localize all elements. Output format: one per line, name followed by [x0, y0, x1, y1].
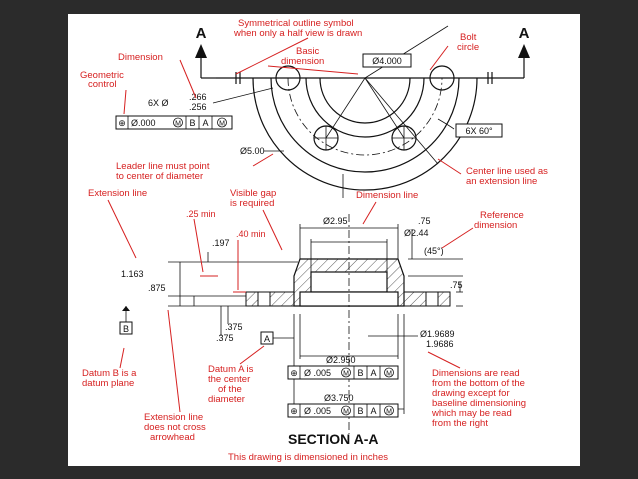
dim-3750: Ø3.750 — [324, 393, 354, 403]
note-datuma-1: Datum A is — [208, 364, 254, 375]
note-leader-2: to center of diameter — [116, 171, 203, 182]
svg-text:M: M — [343, 371, 349, 378]
svg-text:A: A — [370, 368, 376, 378]
dim-075a: .75 — [418, 216, 431, 226]
note-datuma-4: diameter — [208, 394, 245, 405]
svg-text:Ø .005: Ø .005 — [304, 368, 331, 378]
note-dimension: Dimension — [118, 52, 163, 63]
svg-text:B: B — [357, 406, 363, 416]
note-symmetrical-2: when only a half view is drawn — [233, 28, 362, 39]
dim-375b: .375 — [216, 333, 234, 343]
note-gap-2: is required — [230, 198, 274, 209]
note-datumb-2: datum plane — [82, 378, 134, 389]
svg-text:M: M — [386, 371, 392, 378]
svg-text:M: M — [386, 409, 392, 416]
dim-295: Ø2.95 — [323, 216, 348, 226]
note-basic-2: dimension — [281, 56, 324, 67]
svg-text:M: M — [343, 409, 349, 416]
svg-text:Ø.000: Ø.000 — [131, 118, 156, 128]
bolt-circle-basic-text: Ø4.000 — [372, 56, 402, 66]
svg-text:M: M — [219, 121, 225, 128]
half-view — [195, 25, 530, 198]
section-title: SECTION A-A — [288, 431, 378, 447]
basic-dimension-box — [362, 53, 412, 68]
svg-text:⊕: ⊕ — [118, 118, 126, 128]
datum-a-letter: A — [264, 334, 270, 344]
note-bolt-1: Bolt — [460, 32, 477, 43]
note-extension: Extension line — [88, 188, 147, 199]
dim-025: .25 min — [186, 209, 216, 219]
dim-045: (45°) — [424, 246, 444, 256]
dim-075b: .75 — [450, 280, 463, 290]
svg-text:B: B — [189, 118, 195, 128]
note-centerline-2: an extension line — [466, 176, 537, 187]
note-symmetrical-1: Symmetrical outline symbol — [238, 18, 354, 29]
hole-count-text: 6X Ø — [148, 98, 169, 108]
section-letter-right: A — [519, 25, 530, 42]
note-geometric-1: Geometric — [80, 70, 124, 81]
note-datumb-1: Datum B is a — [82, 368, 137, 379]
note-bolt-2: circle — [457, 42, 479, 53]
angle-box — [455, 123, 503, 138]
dim-244: Ø2.44 — [404, 228, 429, 238]
note-read-4: baseline dimensioning — [432, 398, 526, 409]
svg-text:A: A — [202, 118, 208, 128]
svg-text:Ø .005: Ø .005 — [304, 406, 331, 416]
note-read-6: from the right — [432, 418, 488, 429]
note-gap-1: Visible gap — [230, 188, 276, 199]
note-datuma-2: the center — [208, 374, 250, 385]
datum-b-letter: B — [123, 324, 129, 334]
feature-control-frame-middle: ⊕ Ø .005 M B A M — [287, 365, 399, 380]
note-read-3: drawing except for — [432, 388, 510, 399]
dim-2950: Ø2.950 — [326, 355, 356, 365]
note-extcross-3: arrowhead — [150, 432, 195, 443]
section-view — [168, 214, 463, 434]
footer-note: This drawing is dimensioned in inches — [228, 452, 388, 463]
svg-text:⊕: ⊕ — [290, 406, 298, 416]
svg-text:M: M — [175, 121, 181, 128]
angle-text: 6X 60° — [465, 126, 493, 136]
svg-text:B: B — [357, 368, 363, 378]
dim-1163: 1.163 — [121, 269, 144, 279]
note-read-5: which may be read — [431, 408, 512, 419]
note-reference-2: dimension — [474, 220, 517, 231]
note-read-2: from the bottom of the — [432, 378, 525, 389]
note-basic-1: Basic — [296, 46, 319, 57]
note-dimline: Dimension line — [356, 190, 418, 201]
engineering-drawing: A A Ø4.000 6X Ø .266 .256 ⊕ Ø.000 M B A … — [80, 18, 548, 463]
dim-197: .197 — [212, 238, 230, 248]
note-leader-1: Leader line must point — [116, 161, 210, 172]
dim-19689: Ø1.9689 — [420, 329, 455, 339]
dim-875: .875 — [148, 283, 166, 293]
note-read-1: Dimensions are read — [432, 368, 520, 379]
note-datuma-3: of the — [218, 384, 242, 395]
dim-040: .40 min — [236, 229, 266, 239]
dim-19686: 1.9686 — [426, 339, 454, 349]
hole-lower-text: .256 — [189, 102, 207, 112]
svg-text:A: A — [370, 406, 376, 416]
hole-upper-text: .266 — [189, 92, 207, 102]
note-centerline-1: Center line used as — [466, 166, 548, 177]
feature-control-frame-top: ⊕ Ø.000 M B A M — [115, 115, 233, 130]
note-extcross-2: does not cross — [144, 422, 206, 433]
dim-375a: .375 — [225, 322, 243, 332]
section-letter-left: A — [196, 25, 207, 42]
note-reference-1: Reference — [480, 210, 524, 221]
center-diameter-text: Ø5.00 — [240, 146, 265, 156]
note-extcross-1: Extension line — [144, 412, 203, 423]
drawing-frame: A A Ø4.000 6X Ø .266 .256 ⊕ Ø.000 M B A … — [68, 14, 580, 466]
feature-control-frame-bottom: ⊕ Ø .005 M B A M — [287, 403, 399, 418]
svg-text:⊕: ⊕ — [290, 368, 298, 378]
note-geometric-2: control — [88, 79, 117, 90]
